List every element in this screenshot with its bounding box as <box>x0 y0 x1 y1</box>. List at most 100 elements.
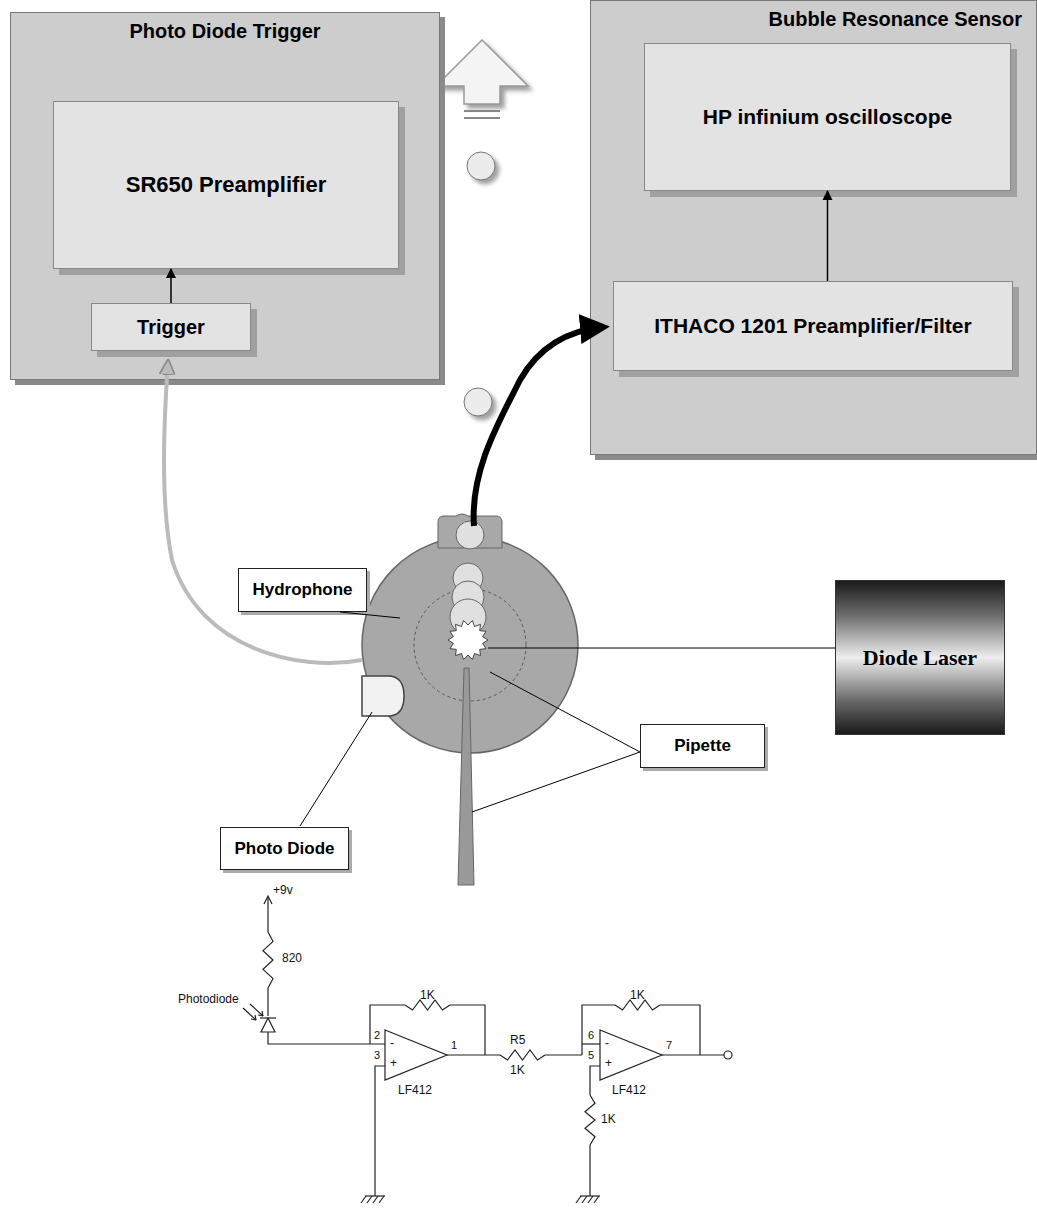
schematic-label: 5 <box>588 1050 594 1061</box>
bubble <box>467 152 495 180</box>
photodiode-symbol <box>261 1018 275 1032</box>
schematic-label: 1K <box>601 1113 616 1125</box>
signal-cable <box>474 327 604 526</box>
instrument-box: SR650 Preamplifier <box>53 101 399 269</box>
wire <box>582 1043 600 1044</box>
connector-arrow <box>827 191 829 281</box>
ground-symbol <box>576 1196 581 1203</box>
ground-symbol <box>365 1195 385 1196</box>
schematic-label: LF412 <box>612 1084 646 1096</box>
resistor-symbol <box>615 1000 660 1010</box>
leader-line <box>490 672 640 752</box>
wire <box>264 896 272 904</box>
group-title: Photo Diode Trigger <box>25 19 425 44</box>
resistor-symbol <box>500 1050 545 1060</box>
schematic-label: LF412 <box>398 1084 432 1096</box>
up-arrow <box>436 40 528 104</box>
bubble <box>456 521 484 549</box>
box-label: Photo Diode <box>234 838 334 859</box>
wire <box>370 1005 405 1044</box>
ground-symbol <box>361 1196 366 1203</box>
instrument-box: HP infinium oscilloscope <box>644 43 1011 191</box>
bubble <box>464 388 492 416</box>
wire <box>545 1054 582 1055</box>
resistor-symbol <box>585 1095 595 1145</box>
instrument-box: Trigger <box>91 303 251 351</box>
resistor-symbol <box>263 932 273 988</box>
nozzle <box>438 514 502 548</box>
schematic-label: 820 <box>282 952 302 964</box>
group-title: Bubble Resonance Sensor <box>605 7 1022 32</box>
schematic-label: 1K <box>420 989 435 1001</box>
wire <box>375 1066 385 1196</box>
wire <box>590 1066 600 1095</box>
ground-symbol <box>379 1196 384 1203</box>
connector-arrow <box>170 269 172 303</box>
schematic-label: 3 <box>374 1050 380 1061</box>
schematic-label: 6 <box>588 1030 594 1041</box>
resistor-symbol <box>405 1000 450 1010</box>
output-terminal <box>724 1051 732 1059</box>
burst-bubble <box>448 621 488 660</box>
ground-symbol <box>367 1196 372 1203</box>
group-panel: Bubble Resonance Sensor HP infinium oscil… <box>590 0 1037 455</box>
wire <box>250 1004 263 1016</box>
callout-box: Photo Diode <box>220 827 349 870</box>
callout-box: Hydrophone <box>238 568 367 612</box>
wire <box>262 1011 263 1016</box>
wire <box>267 898 268 932</box>
wire <box>662 1054 724 1055</box>
box-label: Pipette <box>674 735 731 756</box>
ground-symbol <box>594 1196 599 1203</box>
wire <box>255 1015 256 1020</box>
leader-line <box>300 712 372 826</box>
schematic-label: 7 <box>666 1040 672 1051</box>
trigger-cable <box>164 362 362 663</box>
wire <box>267 988 268 1016</box>
box-label: ITHACO 1201 Preamplifier/Filter <box>654 313 971 339</box>
laser-box: Diode Laser <box>835 580 1005 735</box>
dashed-ring <box>414 589 526 701</box>
pin-sign: + <box>605 1057 612 1069</box>
schematic-label: 2 <box>374 1030 380 1041</box>
schematic-label: 1K <box>510 1064 525 1076</box>
box-label: HP infinium oscilloscope <box>703 104 952 130</box>
pin-sign: - <box>605 1037 609 1049</box>
wire <box>260 1017 276 1018</box>
ground-symbol <box>582 1196 587 1203</box>
box-label: Diode Laser <box>863 644 977 672</box>
ground-symbol <box>588 1196 593 1203</box>
pin-sign: - <box>390 1037 394 1049</box>
wire <box>243 1008 256 1020</box>
photodiode-sensor <box>362 676 404 716</box>
ground-symbol <box>373 1196 378 1203</box>
box-label: Trigger <box>137 315 205 340</box>
leader-line <box>340 612 400 618</box>
schematic-label: 1K <box>630 989 645 1001</box>
callout-box: Pipette <box>640 724 765 768</box>
schematic <box>243 896 732 1203</box>
wire <box>582 1005 615 1055</box>
wire <box>450 1005 485 1055</box>
wire <box>589 1145 590 1196</box>
burst-bubble <box>448 621 488 660</box>
wire <box>660 1005 700 1055</box>
arrow-bar <box>464 117 500 119</box>
box-label: Hydrophone <box>252 579 352 600</box>
opamp-symbol <box>600 1030 662 1080</box>
schematic-label: 1 <box>451 1040 457 1051</box>
laser-beam <box>488 648 836 649</box>
opamp-symbol <box>385 1030 447 1080</box>
pipette <box>458 668 474 885</box>
arrow-bar <box>464 110 500 112</box>
instrument-box: ITHACO 1201 Preamplifier/Filter <box>613 281 1013 371</box>
schematic-label: Photodiode <box>178 993 239 1005</box>
leader-line <box>472 752 640 812</box>
wire <box>447 1054 500 1055</box>
ground-symbol <box>580 1195 600 1196</box>
box-label: SR650 Preamplifier <box>126 171 327 199</box>
group-panel: Photo Diode TriggerSR650 PreamplifierTri… <box>10 12 440 380</box>
schematic-label: R5 <box>510 1034 525 1046</box>
schematic-label: +9v <box>273 884 293 896</box>
wire <box>268 1032 385 1044</box>
